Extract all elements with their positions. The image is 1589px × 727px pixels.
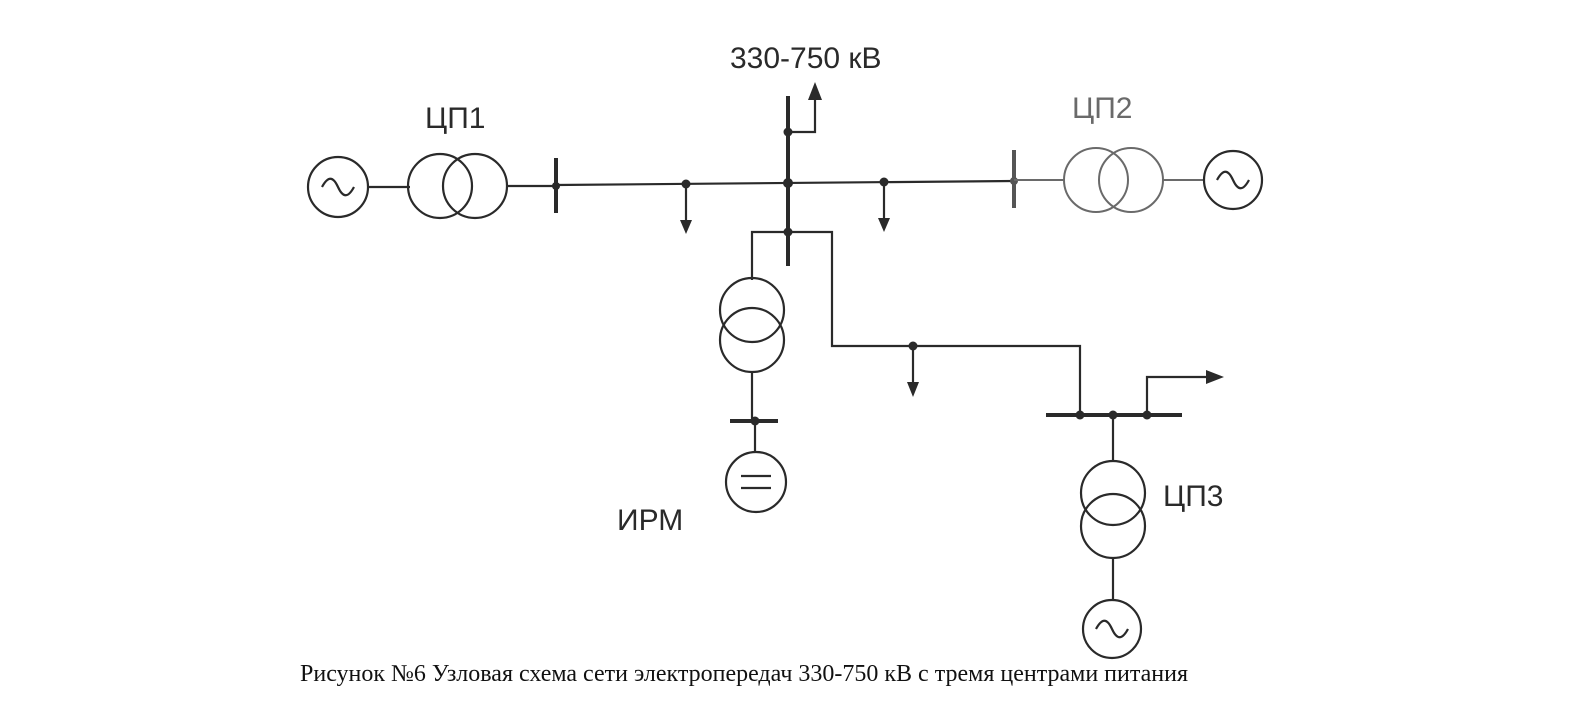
cp1-label: ЦП1 — [425, 102, 485, 135]
irm-reactive-device — [724, 450, 788, 514]
irm-label: ИРМ — [617, 504, 683, 537]
cp2-generator — [1202, 149, 1264, 211]
cp1-generator — [306, 155, 370, 219]
cp3-label: ЦП3 — [1163, 480, 1223, 513]
irm-transformer — [718, 276, 786, 374]
cp3-branch-line — [788, 230, 1082, 415]
outgoing-arrow-right — [1145, 370, 1224, 415]
outgoing-arrow-up — [788, 82, 822, 134]
cp2-transformer — [1063, 147, 1164, 213]
voltage-label: 330-750 кВ — [730, 42, 882, 75]
central-node — [783, 178, 793, 188]
irm-branch-line — [750, 230, 788, 280]
cp2-label: ЦП2 — [1072, 92, 1132, 125]
cp3-transformer — [1079, 459, 1147, 560]
figure-caption: Рисунок №6 Узловая схема сети электропер… — [300, 661, 1188, 687]
load-tap-left — [680, 179, 692, 234]
load-tap-lower — [907, 341, 919, 397]
cp3-busbar-node-left — [1075, 410, 1085, 420]
load-tap-right — [878, 177, 890, 232]
cp3-generator — [1081, 598, 1143, 660]
cp1-transformer — [406, 152, 509, 220]
